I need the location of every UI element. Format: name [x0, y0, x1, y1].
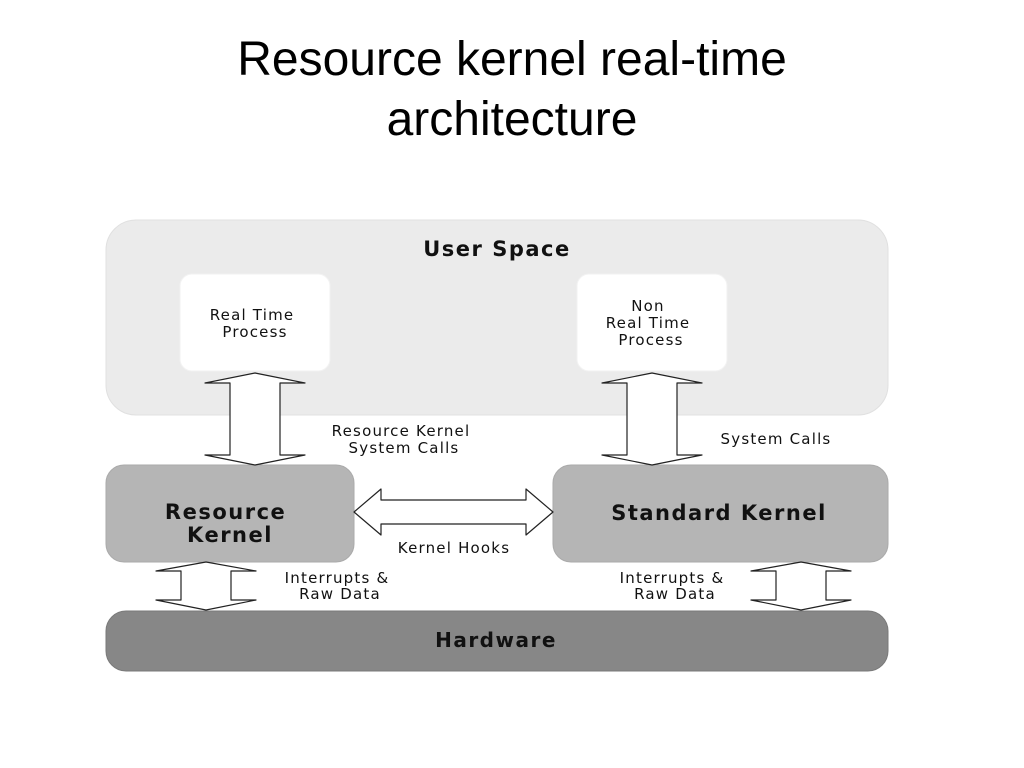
interrupts-left-arrow [155, 561, 257, 611]
real-time-process-box [179, 273, 331, 372]
interrupts-right-label: Interrupts & Raw Data [620, 569, 731, 603]
interrupts-left-label: Interrupts & Raw Data [285, 569, 396, 603]
resource-kernel-line-2: Kernel [187, 523, 273, 547]
resource-kernel-label: Resource Kernel [165, 500, 295, 547]
standard-kernel-box [552, 464, 889, 563]
rk-system-calls-line-2: System Calls [349, 439, 460, 457]
real-time-process-label: Real Time Process [210, 306, 301, 341]
slide-title: Resource kernel real-time architecture [0, 30, 1024, 150]
interrupts-right-arrow [750, 561, 852, 611]
system-calls-label: System Calls [721, 430, 832, 448]
non-real-time-process-line-2: Real Time [606, 314, 691, 332]
non-real-time-process-box [576, 273, 728, 372]
system-calls-arrow [601, 372, 703, 466]
rk-system-calls-line-1: Resource Kernel [332, 422, 471, 440]
rk-system-calls-label: Resource Kernel System Calls [332, 422, 477, 457]
standard-kernel-label: Standard Kernel [611, 501, 827, 525]
hardware-bar [105, 610, 889, 672]
slide-title-line-2: architecture [386, 93, 638, 146]
kernel-hooks-arrow [353, 488, 554, 536]
slide-title-line-1: Resource kernel real-time [237, 33, 787, 86]
rk-system-calls-arrow [204, 372, 306, 466]
resource-kernel-box [105, 464, 355, 563]
kernel-hooks-label: Kernel Hooks [398, 539, 510, 557]
interrupts-right-line-2: Raw Data [634, 585, 716, 603]
user-space-label: User Space [423, 237, 570, 261]
interrupts-left-line-1: Interrupts & [285, 569, 390, 587]
real-time-process-line-2: Process [222, 323, 287, 341]
non-real-time-process-line-1: Non [631, 297, 665, 315]
resource-kernel-line-1: Resource [165, 500, 286, 524]
hardware-label: Hardware [435, 628, 557, 652]
interrupts-right-line-1: Interrupts & [620, 569, 725, 587]
interrupts-left-line-2: Raw Data [299, 585, 381, 603]
non-real-time-process-label: Non Real Time Process [606, 297, 697, 349]
real-time-process-line-1: Real Time [210, 306, 295, 324]
non-real-time-process-line-3: Process [618, 331, 683, 349]
